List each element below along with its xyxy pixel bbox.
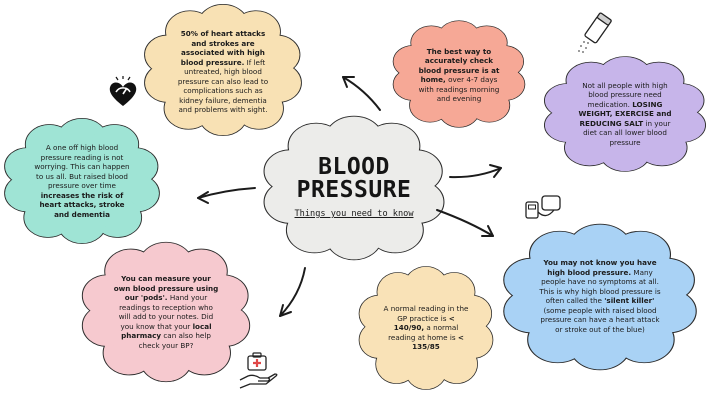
cloud-one-off: A one off high blood pressure reading is… xyxy=(4,117,160,245)
one-off-text: A one off high blood pressure reading is… xyxy=(34,143,130,219)
salt-shaker-icon xyxy=(578,12,612,53)
cloud-normal-reading: A normal reading in the GP practice is <… xyxy=(358,266,494,390)
cloud-pods: You can measure your own blood pressure … xyxy=(81,241,251,383)
heart-gauge-icon xyxy=(109,76,137,106)
medication-text: Not all people with high blood pressure … xyxy=(578,80,672,147)
page-title: BLOOD PRESSURE xyxy=(296,153,412,204)
best-way-text: The best way to accurately check blood p… xyxy=(418,46,500,104)
medical-hand-icon xyxy=(239,352,278,389)
cloud-best-way: The best way to accurately check blood p… xyxy=(392,20,526,128)
cloud-heart-attacks: 50% of heart attacks and strokes are ass… xyxy=(144,3,302,137)
cloud-medication: Not all people with high blood pressure … xyxy=(543,55,707,173)
page-subtitle: Things you need to know xyxy=(294,208,414,219)
cloud-center: BLOOD PRESSURE Things you need to know xyxy=(263,115,445,261)
heart-attacks-text: 50% of heart attacks and strokes are ass… xyxy=(177,29,269,115)
blood-pressure-monitor-icon xyxy=(525,195,561,219)
cloud-silent-killer: You may not know you have high blood pre… xyxy=(503,223,697,371)
pods-text: You can measure your own blood pressure … xyxy=(113,274,219,350)
silent-killer-text: You may not know you have high blood pre… xyxy=(539,258,661,334)
normal-reading-text: A normal reading in the GP practice is <… xyxy=(383,304,469,352)
